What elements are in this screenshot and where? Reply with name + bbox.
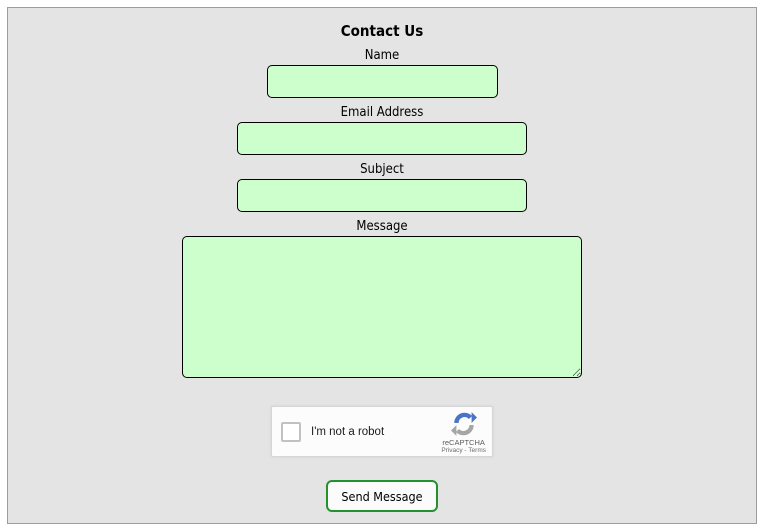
send-message-button[interactable]: Send Message [326, 480, 438, 512]
recaptcha-widget: I'm not a robot reCAPTCHA Privacy - Term… [271, 406, 493, 457]
email-label: Email Address [340, 105, 424, 120]
email-input[interactable] [237, 122, 527, 155]
page-title: Contact Us [340, 22, 424, 40]
subject-input[interactable] [237, 179, 527, 212]
recaptcha-logo-icon [450, 411, 477, 436]
name-label: Name [364, 48, 400, 63]
recaptcha-links: Privacy - Terms [441, 447, 486, 455]
recaptcha-terms-link[interactable]: Terms [468, 447, 486, 454]
recaptcha-privacy-link[interactable]: Privacy [441, 447, 463, 454]
recaptcha-checkbox-label: I'm not a robot [311, 425, 385, 438]
name-input[interactable] [266, 65, 498, 98]
message-textarea[interactable] [182, 236, 582, 378]
recaptcha-checkbox[interactable] [281, 421, 301, 442]
message-label: Message [356, 219, 408, 234]
recaptcha-brand-text: reCAPTCHA [442, 437, 485, 447]
subject-label: Subject [360, 162, 404, 177]
recaptcha-links-separator: - [462, 447, 469, 454]
recaptcha-checkbox-area: I'm not a robot [281, 421, 385, 442]
contact-form-panel: Contact Us Name Email Address Subject Me… [7, 7, 757, 524]
recaptcha-branding: reCAPTCHA Privacy - Terms [441, 409, 486, 455]
